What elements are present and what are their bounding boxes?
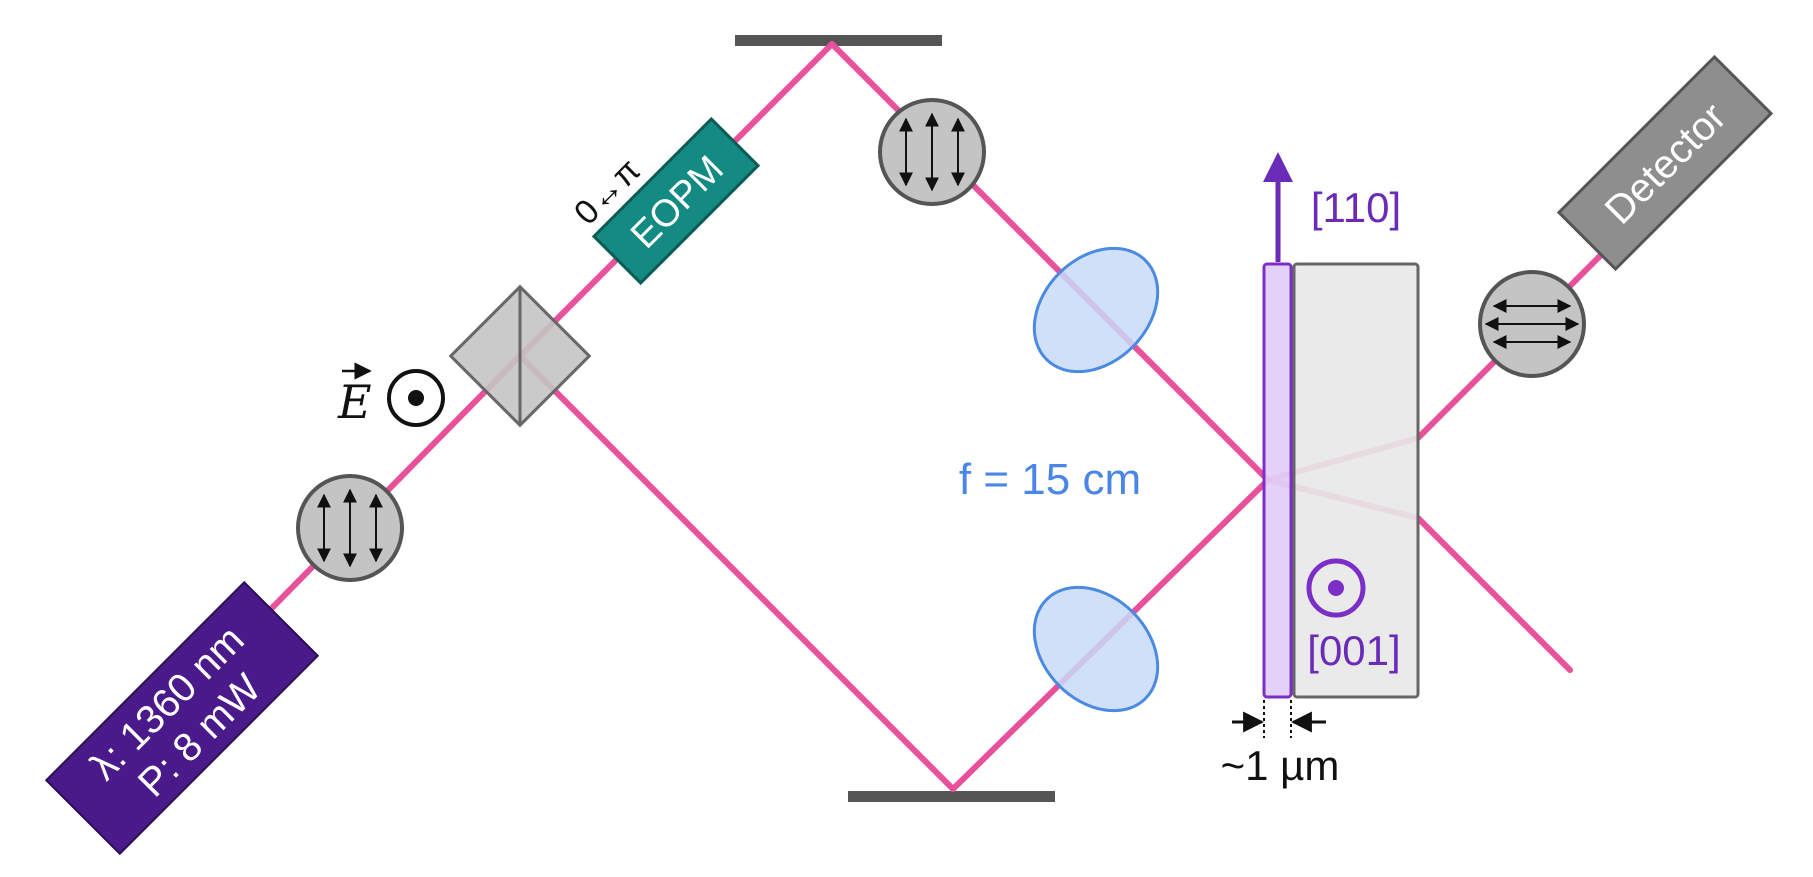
- axis-001-label: [001]: [1307, 627, 1400, 674]
- axis-110-label: [110]: [1311, 184, 1401, 231]
- out-of-plane-polarization-icon: [387, 369, 445, 427]
- beam-bs-to-bottom-mirror: [517, 353, 956, 792]
- laser-source: λ: 1360 nm P: 8 mW: [44, 580, 320, 856]
- e-field-label: E: [337, 362, 372, 429]
- input-polarizer-icon: [296, 474, 404, 582]
- output-polarizer-icon: [1478, 270, 1586, 378]
- axis-001-out-of-plane-icon: [1306, 558, 1366, 618]
- beam-transmitted-out: [1415, 515, 1573, 673]
- substrate: [1292, 262, 1420, 699]
- lower-lens: [1032, 585, 1160, 713]
- polarizer-upper-icon: [878, 98, 986, 206]
- top-mirror: [735, 35, 942, 46]
- thickness-label: ~1 µm: [1221, 742, 1340, 789]
- beam-top-to-sample: [829, 41, 1271, 483]
- thin-film-sample: [1262, 262, 1293, 699]
- focal-length-label: f = 15 cm: [959, 455, 1141, 504]
- bottom-mirror: [848, 791, 1055, 802]
- upper-lens: [1032, 246, 1160, 374]
- e-field-symbol-text: E: [337, 375, 372, 429]
- beam-splitter-icon: [448, 284, 592, 428]
- beam-input: [267, 353, 523, 613]
- detector: Detector: [1556, 54, 1774, 272]
- thickness-indicator: [1232, 700, 1326, 738]
- eopm-modulator: EOPM 0↔π: [567, 116, 761, 286]
